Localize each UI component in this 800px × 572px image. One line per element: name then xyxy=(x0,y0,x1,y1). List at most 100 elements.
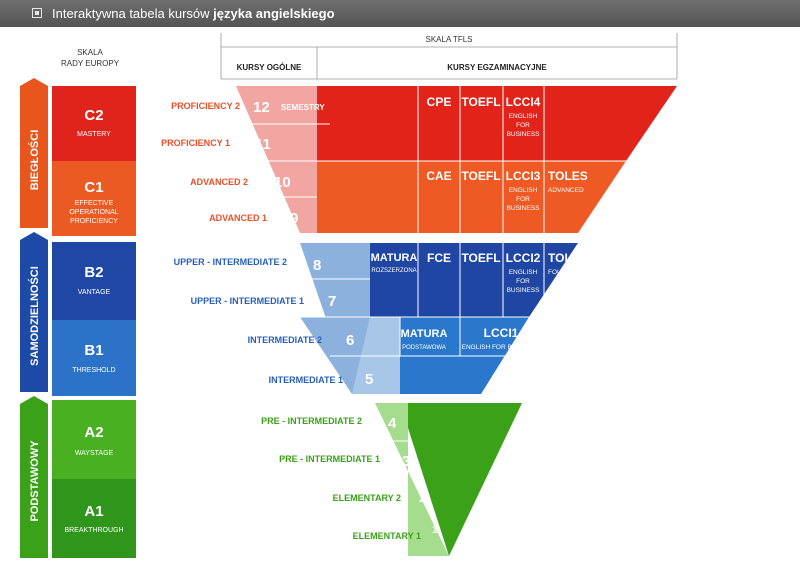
level-label[interactable]: UPPER - INTERMEDIATE 1 xyxy=(191,296,304,306)
cef-name: WAYSTAGE xyxy=(75,450,114,457)
cef-code: B1 xyxy=(84,342,103,359)
semester-number: 6 xyxy=(346,332,354,349)
cef-code: A2 xyxy=(84,424,103,441)
cef-box-a1[interactable]: A1 BREAKTHROUGH xyxy=(52,479,136,558)
semester-number: 7 xyxy=(328,293,336,310)
col-exam-label: KURSY EGZAMINACYJNE xyxy=(447,63,547,72)
grid-lines xyxy=(236,86,626,518)
svg-text:LCCI3: LCCI3 xyxy=(506,169,541,183)
semester-number: 2 xyxy=(419,489,427,506)
exam-lcci1[interactable]: LCCI1 ENGLISH FOR BUSINESS xyxy=(462,326,541,351)
level-label[interactable]: INTERMEDIATE 1 xyxy=(269,375,343,385)
cef-name: BREAKTHROUGH xyxy=(64,527,123,534)
svg-text:MATURA: MATURA xyxy=(371,252,418,264)
svg-text:TOLES: TOLES xyxy=(548,169,588,183)
svg-text:FOR: FOR xyxy=(516,122,530,129)
level-labels: PROFICIENCY 2 PROFICIENCY 1 ADVANCED 2 A… xyxy=(161,101,421,541)
semester-number: 10 xyxy=(274,174,291,191)
level-label[interactable]: ELEMENTARY 1 xyxy=(353,531,421,541)
svg-text:LCCI2: LCCI2 xyxy=(506,251,541,265)
group-label-samodzielnosci: SAMODZIELNOŚCI xyxy=(28,266,41,366)
exam-cae[interactable]: CAE xyxy=(426,169,451,183)
exam-toles-foundation[interactable]: TOLES FOUNDATION xyxy=(548,251,591,276)
semester-number: 1 xyxy=(432,524,438,536)
cef-code: A1 xyxy=(84,503,103,520)
exam-toefl-b2[interactable]: TOEFL xyxy=(461,251,500,265)
semester-number: 3 xyxy=(402,453,410,470)
semester-number: 5 xyxy=(365,371,373,388)
cef-box-b1[interactable]: B1 THRESHOLD xyxy=(52,320,136,396)
cef-box-c1[interactable]: C1 EFFECTIVE OPERATIONAL PROFICIENCY xyxy=(52,161,136,236)
tfls-header xyxy=(220,33,678,80)
svg-text:PODSTAWOWA: PODSTAWOWA xyxy=(402,345,446,351)
level-label[interactable]: PRE - INTERMEDIATE 1 xyxy=(279,454,380,464)
level-label[interactable]: ADVANCED 2 xyxy=(190,177,248,187)
level-label[interactable]: PROFICIENCY 1 xyxy=(161,138,230,148)
cef-name: THRESHOLD xyxy=(72,367,115,374)
window-icon xyxy=(32,8,42,18)
band-a xyxy=(400,403,522,556)
level-label[interactable]: PROFICIENCY 2 xyxy=(171,101,240,111)
cef-box-c2[interactable]: C2 MASTERY xyxy=(52,86,136,161)
svg-text:BUSINESS: BUSINESS xyxy=(507,131,541,138)
svg-text:ENGLISH FOR BUSINESS: ENGLISH FOR BUSINESS xyxy=(462,344,541,351)
cef-code: C1 xyxy=(84,179,103,196)
general-wedge-c xyxy=(236,86,317,233)
svg-text:TOLES: TOLES xyxy=(548,251,588,265)
cef-name: OPERATIONAL xyxy=(69,209,118,216)
cef-box-a2[interactable]: A2 WAYSTAGE xyxy=(52,400,136,479)
cef-box-b2[interactable]: B2 VANTAGE xyxy=(52,242,136,320)
svg-text:ROZSZERZONA: ROZSZERZONA xyxy=(371,268,416,274)
exam-toefl-c1[interactable]: TOEFL xyxy=(461,169,500,183)
band-notch xyxy=(452,394,476,403)
svg-text:FOR: FOR xyxy=(516,278,530,285)
title-bar: Interaktywna tabela kursów języka angiel… xyxy=(0,0,800,27)
group-label-podstawowy: PODSTAWOWY xyxy=(29,440,41,522)
exam-toefl-c2[interactable]: TOEFL xyxy=(461,95,500,109)
exam-lcci4[interactable]: LCCI4 ENGLISH FOR BUSINESS xyxy=(506,95,541,138)
group-arrow-podstawowy[interactable] xyxy=(20,396,48,558)
page-title: Interaktywna tabela kursów języka angiel… xyxy=(52,6,335,21)
svg-text:FOR: FOR xyxy=(516,196,530,203)
group-arrow-samodzielnosci[interactable] xyxy=(20,232,48,392)
svg-text:LCCI4: LCCI4 xyxy=(506,95,541,109)
semester-number: 11 xyxy=(255,136,271,153)
cef-name: EFFECTIVE xyxy=(75,200,114,207)
semester-numbers: 12 11 10 9 8 7 6 5 4 3 2 1 xyxy=(253,99,438,536)
band-c1 xyxy=(317,161,626,233)
svg-text:ENGLISH: ENGLISH xyxy=(509,187,538,194)
level-label[interactable]: ADVANCED 1 xyxy=(209,213,267,223)
exam-fce[interactable]: FCE xyxy=(427,251,451,265)
exam-toles-advanced[interactable]: TOLES ADVANCED xyxy=(548,169,588,194)
semester-number: 4 xyxy=(388,415,397,432)
semester-number: 9 xyxy=(290,210,298,227)
svg-text:FOUNDATION: FOUNDATION xyxy=(548,269,591,276)
exam-cpe[interactable]: CPE xyxy=(427,95,452,109)
exam-lcci3[interactable]: LCCI3 ENGLISH FOR BUSINESS xyxy=(506,169,541,212)
group-arrow-bieglosci[interactable] xyxy=(20,78,48,228)
cef-name: VANTAGE xyxy=(78,289,111,296)
band-notch xyxy=(468,233,492,243)
cef-code: B2 xyxy=(84,264,103,281)
level-label[interactable]: UPPER - INTERMEDIATE 2 xyxy=(174,257,287,267)
scale-europe-line2: RADY EUROPY xyxy=(61,59,120,68)
band-b2 xyxy=(370,243,578,317)
band-c2 xyxy=(317,86,677,161)
level-label[interactable]: ELEMENTARY 2 xyxy=(333,493,401,503)
exam-matura-rozszerzona[interactable]: MATURA ROZSZERZONA xyxy=(371,252,418,274)
svg-text:ENGLISH: ENGLISH xyxy=(509,269,538,276)
exam-matura-podstawowa[interactable]: MATURA PODSTAWOWA xyxy=(401,328,448,351)
svg-text:MATURA: MATURA xyxy=(401,328,448,340)
level-label[interactable]: INTERMEDIATE 2 xyxy=(248,335,322,345)
semestry-label: SEMESTRY xyxy=(281,103,325,112)
svg-text:ENGLISH: ENGLISH xyxy=(509,113,538,120)
svg-text:ADVANCED: ADVANCED xyxy=(548,187,584,194)
svg-text:BUSINESS: BUSINESS xyxy=(507,205,541,212)
scale-tfls-label: SKALA TFLS xyxy=(426,35,473,44)
svg-text:LCCI1: LCCI1 xyxy=(484,326,519,340)
level-label[interactable]: PRE - INTERMEDIATE 2 xyxy=(261,416,362,426)
svg-text:BUSINESS: BUSINESS xyxy=(507,287,541,294)
exam-lcci2[interactable]: LCCI2 ENGLISH FOR BUSINESS xyxy=(506,251,541,294)
cef-name: PROFICIENCY xyxy=(70,218,118,225)
